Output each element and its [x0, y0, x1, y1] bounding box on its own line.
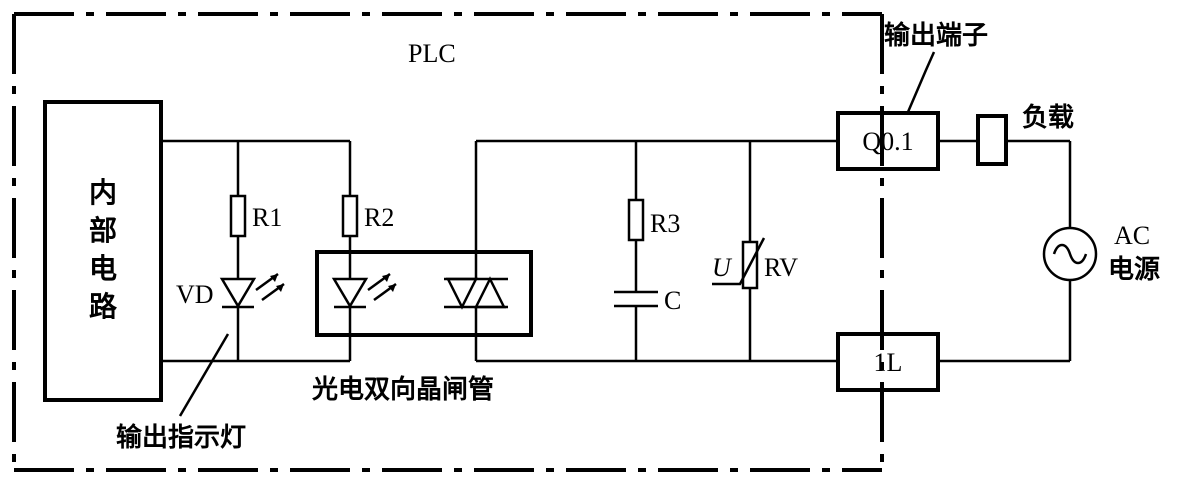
indicator-leader [178, 333, 230, 417]
indicator-label: 输出指示灯 [116, 422, 246, 453]
plc-label: PLC [408, 39, 456, 68]
r2-label: R2 [364, 203, 394, 232]
internal-circuit-char-4: 路 [89, 290, 118, 323]
led-vd [219, 272, 285, 309]
internal-circuit-char-3: 电 [89, 252, 117, 285]
plc-boundary [12, 12, 884, 472]
ac-source [1042, 226, 1098, 282]
resistor-r2 [341, 194, 359, 238]
internal-circuit-char-2: 部 [89, 214, 117, 247]
r1-label: R1 [252, 203, 282, 232]
opto-triac [444, 276, 508, 310]
load-label: 负载 [1022, 103, 1074, 133]
opto-led [331, 272, 397, 309]
q01-label: Q0.1 [862, 127, 913, 156]
capacitor-c [614, 290, 658, 308]
varistor-rv [712, 237, 766, 290]
external-wiring [938, 139, 1072, 363]
ac-label-2: 电源 [1108, 255, 1160, 285]
ac-label-1: AC [1114, 221, 1150, 250]
rv-label: RV [764, 253, 798, 282]
resistor-r1 [229, 194, 247, 238]
right-wiring [474, 139, 838, 363]
output-terminal-label: 输出端子 [884, 20, 988, 51]
optotriac-label: 光电双向晶闸管 [311, 374, 494, 405]
c-label: C [664, 286, 681, 315]
load [976, 114, 1008, 166]
left-wiring [161, 139, 352, 363]
internal-circuit-box [43, 100, 163, 402]
output-terminal-leader [906, 51, 936, 113]
r3-label: R3 [650, 209, 680, 238]
resistor-r3 [627, 198, 645, 242]
vd-label: VD [176, 280, 214, 309]
internal-circuit-char-1: 内 [89, 176, 117, 209]
opto-triac-box [315, 250, 533, 337]
l1-label: 1L [874, 348, 903, 377]
u-label: U [712, 253, 733, 282]
